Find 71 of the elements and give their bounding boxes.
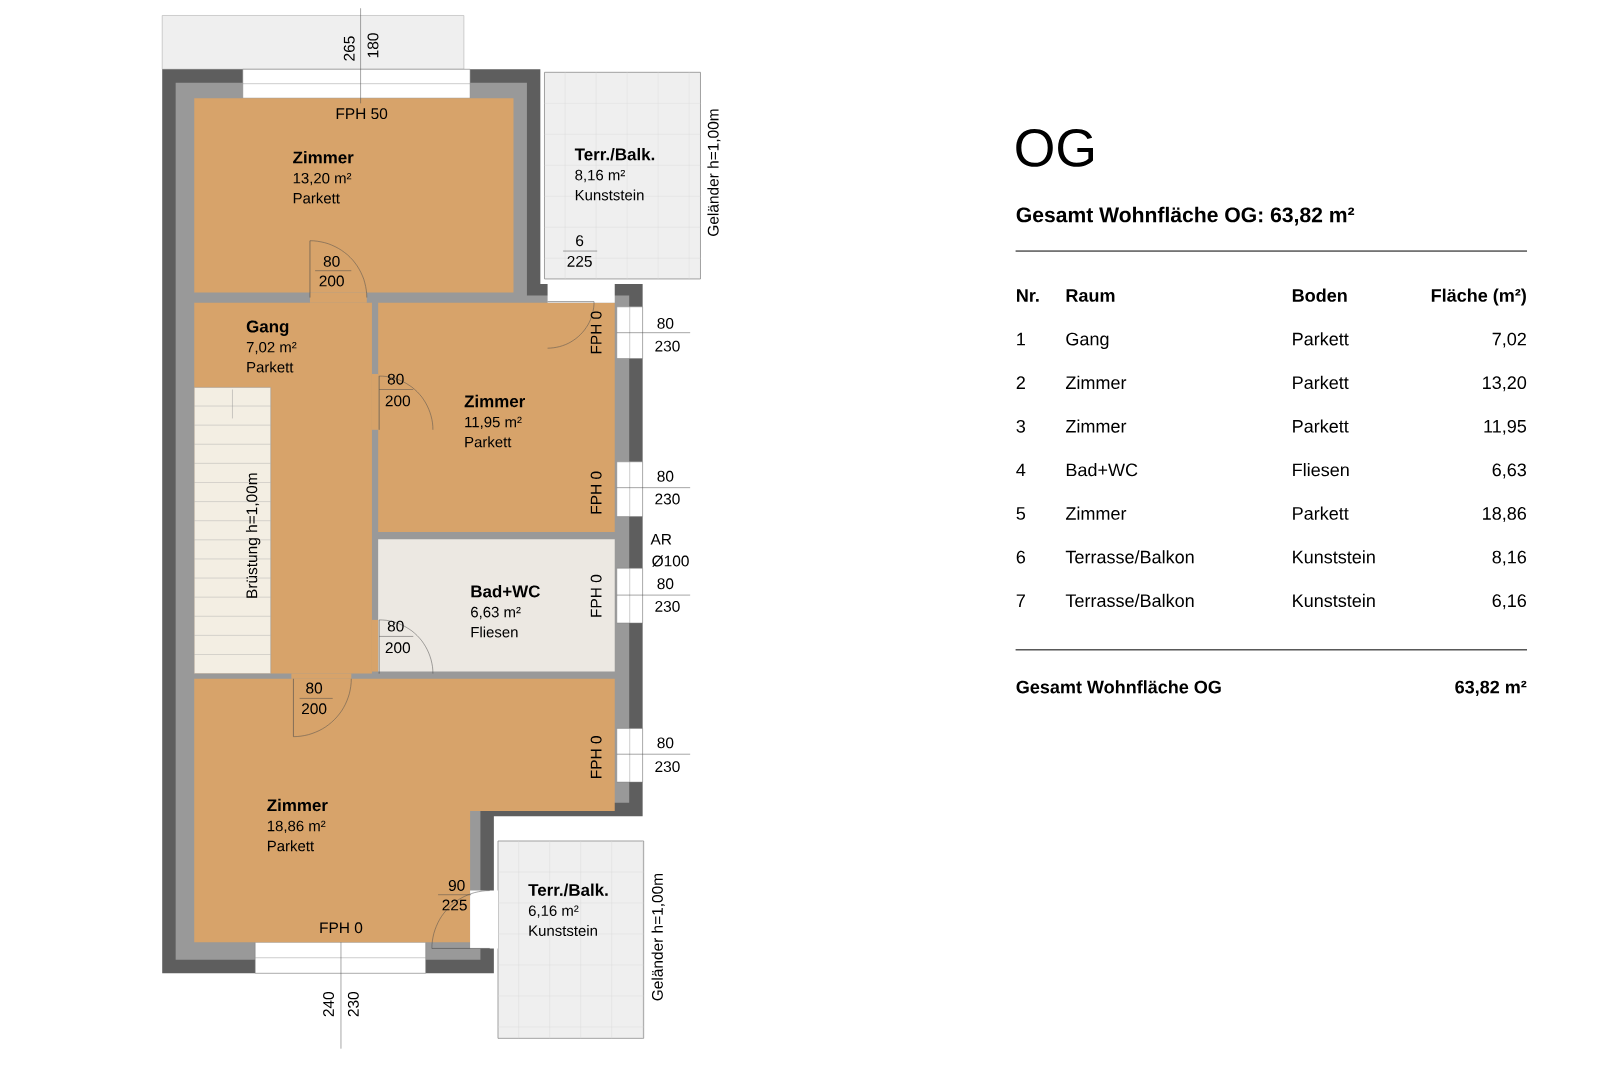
pipe-label: Ø100 (652, 555, 689, 567)
table-cell: Parkett (1293, 376, 1349, 390)
table-cell: 5 (1016, 507, 1026, 520)
table-header: Fläche (m²) (1431, 288, 1526, 306)
table-cell: 6 (1016, 550, 1026, 564)
dimension-text: 90 (448, 880, 465, 892)
dimension-text: 80 (657, 471, 674, 482)
dimension-text: 200 (385, 395, 411, 407)
dimension-text: 80 (387, 620, 404, 632)
dimension-text: 230 (655, 340, 680, 352)
dimension-text: 230 (655, 601, 680, 613)
table-cell: 13,20 (1483, 376, 1527, 392)
dimension-text: 225 (567, 256, 592, 268)
dimension-text: 180 (367, 33, 379, 58)
table-cell: 18,86 (1483, 507, 1527, 523)
balcony-floor: Terr./Balk. 6,16 m² Kunststein (497, 840, 645, 1039)
dimension-text: 80 (323, 256, 340, 268)
table-cell: Zimmer (1066, 506, 1127, 520)
dimension-text: 80 (657, 578, 674, 590)
table-header: Nr. (1017, 289, 1039, 302)
table-cell: Bad+WC (1066, 463, 1138, 477)
table-cell: Terrasse/Balkon (1065, 594, 1194, 608)
table-cell: Zimmer (1066, 419, 1127, 433)
floor-height-label: FPH 50 (336, 108, 388, 120)
table-cell: Fliesen (1293, 463, 1349, 477)
dimension-text: 225 (442, 899, 467, 911)
table-cell: 4 (1016, 463, 1026, 477)
dimension-text: 200 (302, 703, 327, 715)
dimension-text: 230 (655, 761, 680, 773)
table-cell: Parkett (1293, 506, 1349, 520)
dimension-text: 6 (576, 235, 584, 247)
dimension-text: 80 (387, 373, 404, 385)
table-cell: 11,95 (1484, 420, 1527, 435)
dimension-text: 200 (385, 642, 411, 654)
dimension-text: 240 (323, 992, 335, 1017)
table-cell: 1 (1017, 333, 1025, 346)
dimension-text: 80 (657, 318, 674, 329)
floor-height-label: FPH 0 (320, 922, 363, 934)
pipe-label: AR (650, 534, 672, 545)
table-cell: Gang (1066, 332, 1109, 350)
dimension-text: 80 (306, 682, 323, 694)
title: OG (1016, 129, 1093, 167)
staircase: Brüstung h=1,00m (194, 387, 271, 675)
total-value: 63,82 m² (1455, 680, 1527, 697)
table-header: Boden (1292, 288, 1347, 302)
table-cell: 3 (1016, 420, 1026, 433)
table-cell: 7 (1016, 594, 1025, 608)
floor-height-label: FPH 0 (590, 471, 602, 514)
railing-note: Geländer h=1,00m (651, 874, 665, 1001)
table-cell: 2 (1016, 376, 1025, 390)
table-cell: Kunststein (1293, 594, 1375, 608)
table-cell: Parkett (1293, 332, 1349, 346)
table-cell: Terrasse/Balkon (1065, 550, 1194, 564)
table-cell: 7,02 (1492, 332, 1526, 348)
floor-height-label: FPH 0 (590, 736, 602, 779)
table-header: Raum (1066, 289, 1115, 302)
table-cell: Parkett (1293, 419, 1349, 433)
dimension-text: 230 (655, 493, 680, 505)
floor-height-label: FPH 0 (590, 575, 602, 617)
table-cell: 8,16 (1492, 550, 1527, 566)
dimension-text: 200 (319, 275, 344, 287)
table-cell: Kunststein (1293, 550, 1375, 564)
total-label: Gesamt Wohnfläche OG (1016, 680, 1221, 694)
table-cell: Zimmer (1066, 376, 1127, 390)
table-cell: 6,63 (1492, 463, 1527, 479)
dimension-text: 80 (657, 737, 674, 749)
table-cell: 6,16 (1492, 594, 1527, 610)
floor-height-label: FPH 0 (590, 311, 602, 354)
dimension-text: 265 (343, 36, 355, 61)
dimension-text: 230 (347, 992, 359, 1017)
subtitle: Gesamt Wohnfläche OG: 63,82 m² (1016, 207, 1355, 226)
